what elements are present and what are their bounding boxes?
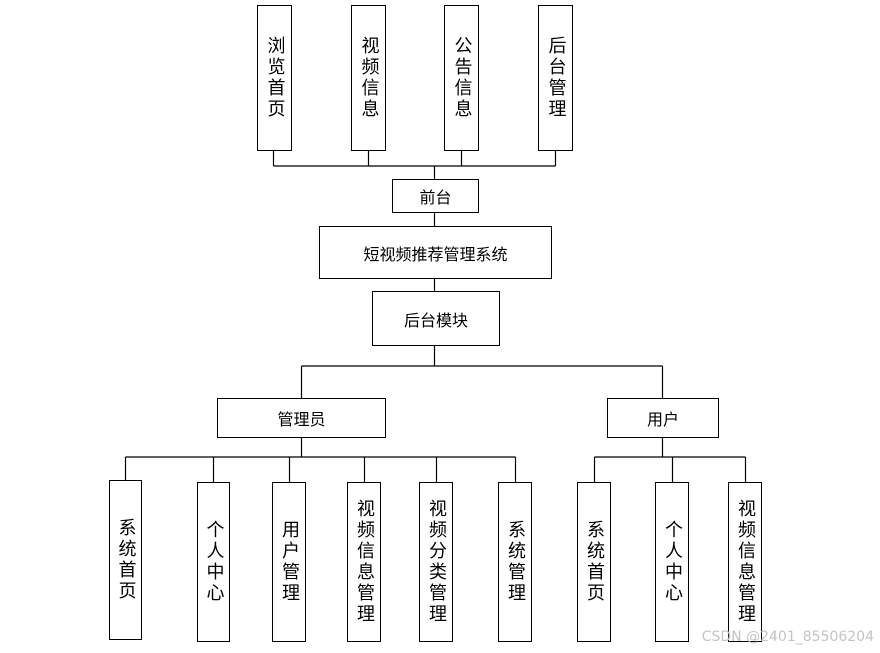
front-module-announcement-info: 公告信息 <box>444 5 479 151</box>
user-module-personal-center: 个人中心 <box>655 482 689 642</box>
admin-module-system-home: 系统首页 <box>109 480 142 640</box>
node-label: 前台 <box>419 188 452 207</box>
admin-module-video-category-management: 视频分类管理 <box>419 482 453 642</box>
node-label: 公告信息 <box>451 36 473 120</box>
node-label: 用户管理 <box>279 520 300 604</box>
system-title-node: 短视频推荐管理系统 <box>319 226 552 279</box>
admin-role-node: 管理员 <box>217 398 386 438</box>
node-label: 视频信息 <box>358 36 380 120</box>
front-module-browse-home: 浏览首页 <box>257 5 292 151</box>
user-module-system-home: 系统首页 <box>577 482 611 642</box>
node-label: 后台模块 <box>403 310 468 330</box>
node-label: 个人中心 <box>203 520 225 604</box>
admin-module-user-management: 用户管理 <box>272 482 306 642</box>
node-label: 系统首页 <box>115 518 137 602</box>
node-label: 个人中心 <box>662 520 683 604</box>
node-label: 视频信息管理 <box>354 499 375 625</box>
node-label: 短视频推荐管理系统 <box>363 244 508 264</box>
node-label: 视频分类管理 <box>426 499 447 625</box>
node-label: 浏览首页 <box>264 36 286 120</box>
front-module-video-info: 视频信息 <box>351 5 386 151</box>
user-module-video-info-management: 视频信息管理 <box>728 482 762 642</box>
node-label: 后台管理 <box>545 36 567 120</box>
node-label: 视频信息管理 <box>735 499 756 625</box>
node-label: 用户 <box>646 410 679 429</box>
front-module-backend-management: 后台管理 <box>538 5 573 151</box>
admin-module-personal-center: 个人中心 <box>197 482 230 642</box>
admin-module-video-info-management: 视频信息管理 <box>347 482 381 642</box>
front-node: 前台 <box>392 179 479 213</box>
backend-module-node: 后台模块 <box>372 291 500 346</box>
csdn-watermark: CSDN @2401_85506204 <box>701 629 874 645</box>
node-label: 管理员 <box>277 410 326 429</box>
admin-module-system-management: 系统管理 <box>498 482 532 642</box>
node-label: 系统首页 <box>584 520 605 604</box>
node-label: 系统管理 <box>505 520 526 604</box>
user-role-node: 用户 <box>607 398 719 438</box>
